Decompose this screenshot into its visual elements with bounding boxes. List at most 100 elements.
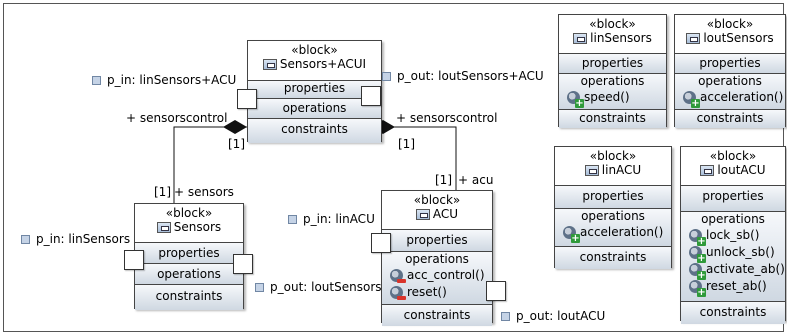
block-header: «block» loutACU — [681, 147, 785, 185]
operation-reset-ab[interactable]: reset_ab() — [689, 278, 785, 297]
port-icon — [288, 214, 297, 224]
properties-compartment: properties — [555, 185, 671, 208]
stereotype-label: «block» — [291, 43, 338, 57]
block-sensors[interactable]: «block» Sensors properties operations co… — [134, 203, 244, 310]
port-icon — [382, 71, 391, 81]
block-header: «block» linACU — [555, 147, 671, 185]
block-name: Sensors — [173, 220, 222, 234]
properties-compartment: properties — [135, 242, 243, 263]
operation-unlock-sb[interactable]: unlock_sb() — [689, 244, 785, 263]
operation-icon — [567, 91, 584, 108]
operation-acceleration[interactable]: acceleration() — [683, 89, 785, 108]
constraints-compartment: constraints — [382, 304, 492, 326]
port-icon — [501, 311, 510, 321]
operation-icon — [689, 280, 706, 297]
operations-compartment: operations acceleration() — [555, 208, 671, 246]
port-sensors-in[interactable] — [124, 250, 144, 270]
block-icon — [156, 221, 171, 233]
port-icon — [21, 234, 30, 244]
operations-title: operations — [581, 209, 645, 223]
stereotype-label: «block» — [589, 149, 637, 163]
operation-acc-control[interactable]: acc_control() — [390, 267, 492, 284]
block-linacu[interactable]: «block» linACU properties operations acc… — [554, 146, 672, 269]
operation-speed[interactable]: speed() — [567, 89, 666, 108]
constraints-compartment: constraints — [135, 284, 243, 310]
port-label-acu-in: p_in: linACU — [288, 212, 375, 226]
block-name: loutSensors — [703, 31, 774, 45]
link-sensors-composition — [173, 126, 247, 203]
operation-icon — [689, 246, 706, 263]
properties-compartment: properties — [675, 53, 785, 73]
port-icon — [255, 282, 264, 292]
constraints-compartment: constraints — [559, 109, 666, 128]
port-sensors-out[interactable] — [233, 254, 253, 274]
block-icon — [262, 58, 277, 70]
block-loutsensors[interactable]: «block» loutSensors properties operation… — [674, 14, 786, 128]
block-icon — [686, 32, 701, 44]
role-left-sensorscontrol: + sensorscontrol — [126, 111, 228, 125]
operations-title: operations — [580, 74, 645, 88]
composite-diamond-left — [223, 120, 247, 134]
operations-compartment: operations acc_control() reset() — [382, 251, 492, 304]
role-right-sensorscontrol: + sensorscontrol — [396, 111, 498, 125]
properties-compartment: properties — [382, 229, 492, 251]
block-name: Sensors+ACUI — [279, 57, 367, 71]
block-icon — [700, 164, 715, 176]
constraints-compartment: constraints — [681, 301, 785, 324]
block-name: loutACU — [717, 163, 766, 177]
stereotype-label: «block» — [709, 149, 757, 163]
block-name: ACU — [432, 207, 459, 221]
operations-compartment: operations — [135, 263, 243, 284]
port-acu-out[interactable] — [486, 281, 506, 301]
port-label-sensors-in: p_in: linSensors — [21, 232, 130, 246]
operation-acceleration[interactable]: acceleration() — [563, 224, 671, 243]
role-sensors: + sensors — [174, 185, 234, 199]
port-label-sensors-out: p_out: loutSensors — [255, 280, 382, 294]
operations-compartment: operations — [248, 98, 381, 118]
block-sensors-acui[interactable]: «block» Sensors+ACUI properties operatio… — [247, 40, 382, 143]
port-icon — [92, 75, 101, 85]
stereotype-label: «block» — [706, 17, 754, 31]
port-main-in[interactable] — [237, 89, 257, 109]
operations-compartment: operations lock_sb() unlock_sb() activat… — [681, 211, 785, 301]
mult-right: [1] — [398, 137, 415, 151]
constraints-compartment: constraints — [675, 109, 785, 128]
port-label-main-out: p_out: loutSensors+ACU — [382, 69, 544, 83]
operation-icon — [563, 226, 580, 243]
block-header: «block» Sensors — [135, 204, 243, 242]
operation-icon — [390, 269, 406, 283]
operation-reset[interactable]: reset() — [390, 284, 492, 301]
block-name: linSensors — [590, 31, 652, 45]
stereotype-label: «block» — [165, 206, 213, 220]
role-acu: + acu — [458, 173, 494, 187]
port-label-acu-out: p_out: loutACU — [501, 309, 605, 323]
properties-compartment: properties — [559, 53, 666, 73]
properties-compartment: properties — [248, 80, 381, 98]
block-linsensors[interactable]: «block» linSensors properties operations… — [558, 14, 667, 128]
operation-icon — [689, 263, 706, 280]
link-acu-composition — [371, 126, 457, 190]
operation-activate-ab[interactable]: activate_ab() — [689, 261, 785, 280]
block-header: «block» ACU — [382, 191, 492, 229]
properties-compartment: properties — [681, 185, 785, 211]
operations-compartment: operations acceleration() — [675, 73, 785, 109]
block-name: linACU — [601, 163, 642, 177]
port-label-main-in: p_in: linSensors+ACU — [92, 73, 236, 87]
mult-left: [1] — [228, 137, 245, 151]
mult-acu: [1] — [435, 173, 452, 187]
block-loutacu[interactable]: «block» loutACU properties operations lo… — [680, 146, 786, 324]
operations-title: operations — [698, 74, 762, 88]
mult-sensors: [1] — [154, 185, 171, 199]
block-acu[interactable]: «block» ACU properties operations acc_co… — [381, 190, 493, 326]
block-header: «block» Sensors+ACUI — [248, 41, 381, 80]
operation-icon — [390, 286, 406, 300]
operation-icon — [683, 91, 700, 108]
port-main-out[interactable] — [361, 86, 381, 106]
port-acu-in[interactable] — [371, 233, 391, 253]
constraints-compartment: constraints — [248, 118, 381, 143]
block-header: «block» linSensors — [559, 15, 666, 53]
operations-title: operations — [701, 212, 765, 226]
operations-compartment: operations speed() — [559, 73, 666, 109]
operation-lock-sb[interactable]: lock_sb() — [689, 227, 785, 246]
constraints-compartment: constraints — [555, 246, 671, 269]
